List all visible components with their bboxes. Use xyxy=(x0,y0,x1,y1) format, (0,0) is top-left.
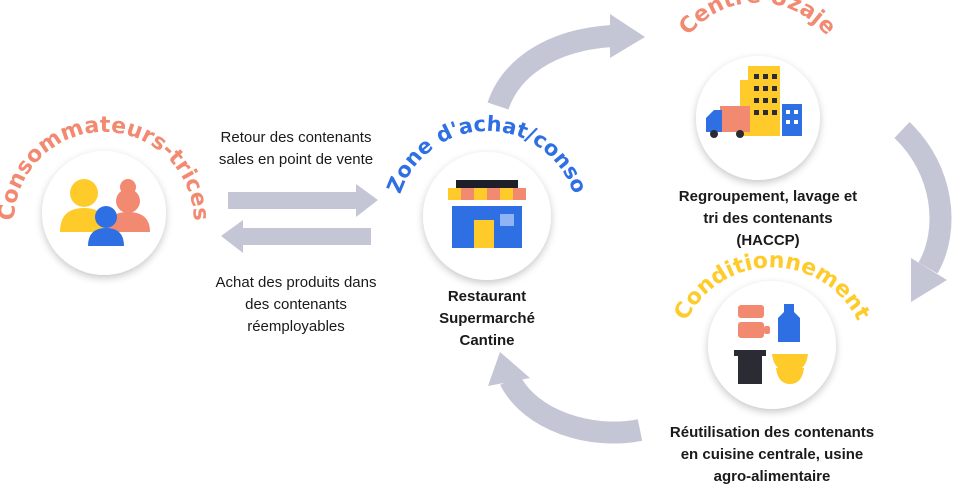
return-flow-label: Retour des contenants sales en point de … xyxy=(218,129,374,168)
packaging-node: Conditionnement xyxy=(670,248,875,409)
purchase-zone-caption: Restaurant Supermarché Cantine xyxy=(439,288,535,349)
uzaje-center-title: Centre Uzaje xyxy=(674,0,840,40)
packaging-caption: Réutilisation des contenants en cuisine … xyxy=(669,424,875,485)
purchase-flow-label: Achat des produits dans des contenants r… xyxy=(215,274,377,335)
arrow-purchase-to-consumer xyxy=(221,220,371,253)
consumers-node: Consommateurs-trices xyxy=(0,113,213,275)
uzaje-center-node: Centre Uzaje xyxy=(674,0,841,180)
containers-icon xyxy=(734,304,808,384)
cycle-arrow-uzaje-to-packaging xyxy=(894,122,952,302)
purchase-zone-node: Zone d'achat/conso xyxy=(382,112,592,280)
uzaje-center-caption: Regroupement, lavage et tri des contenan… xyxy=(678,188,858,249)
truck-and-buildings-icon xyxy=(706,66,802,138)
cycle-arrow-zone-to-uzaje xyxy=(487,14,645,110)
people-group-icon xyxy=(60,179,150,246)
storefront-icon xyxy=(448,180,526,248)
cycle-arrow-packaging-to-zone xyxy=(488,352,643,444)
arrow-return-to-store xyxy=(228,184,378,217)
